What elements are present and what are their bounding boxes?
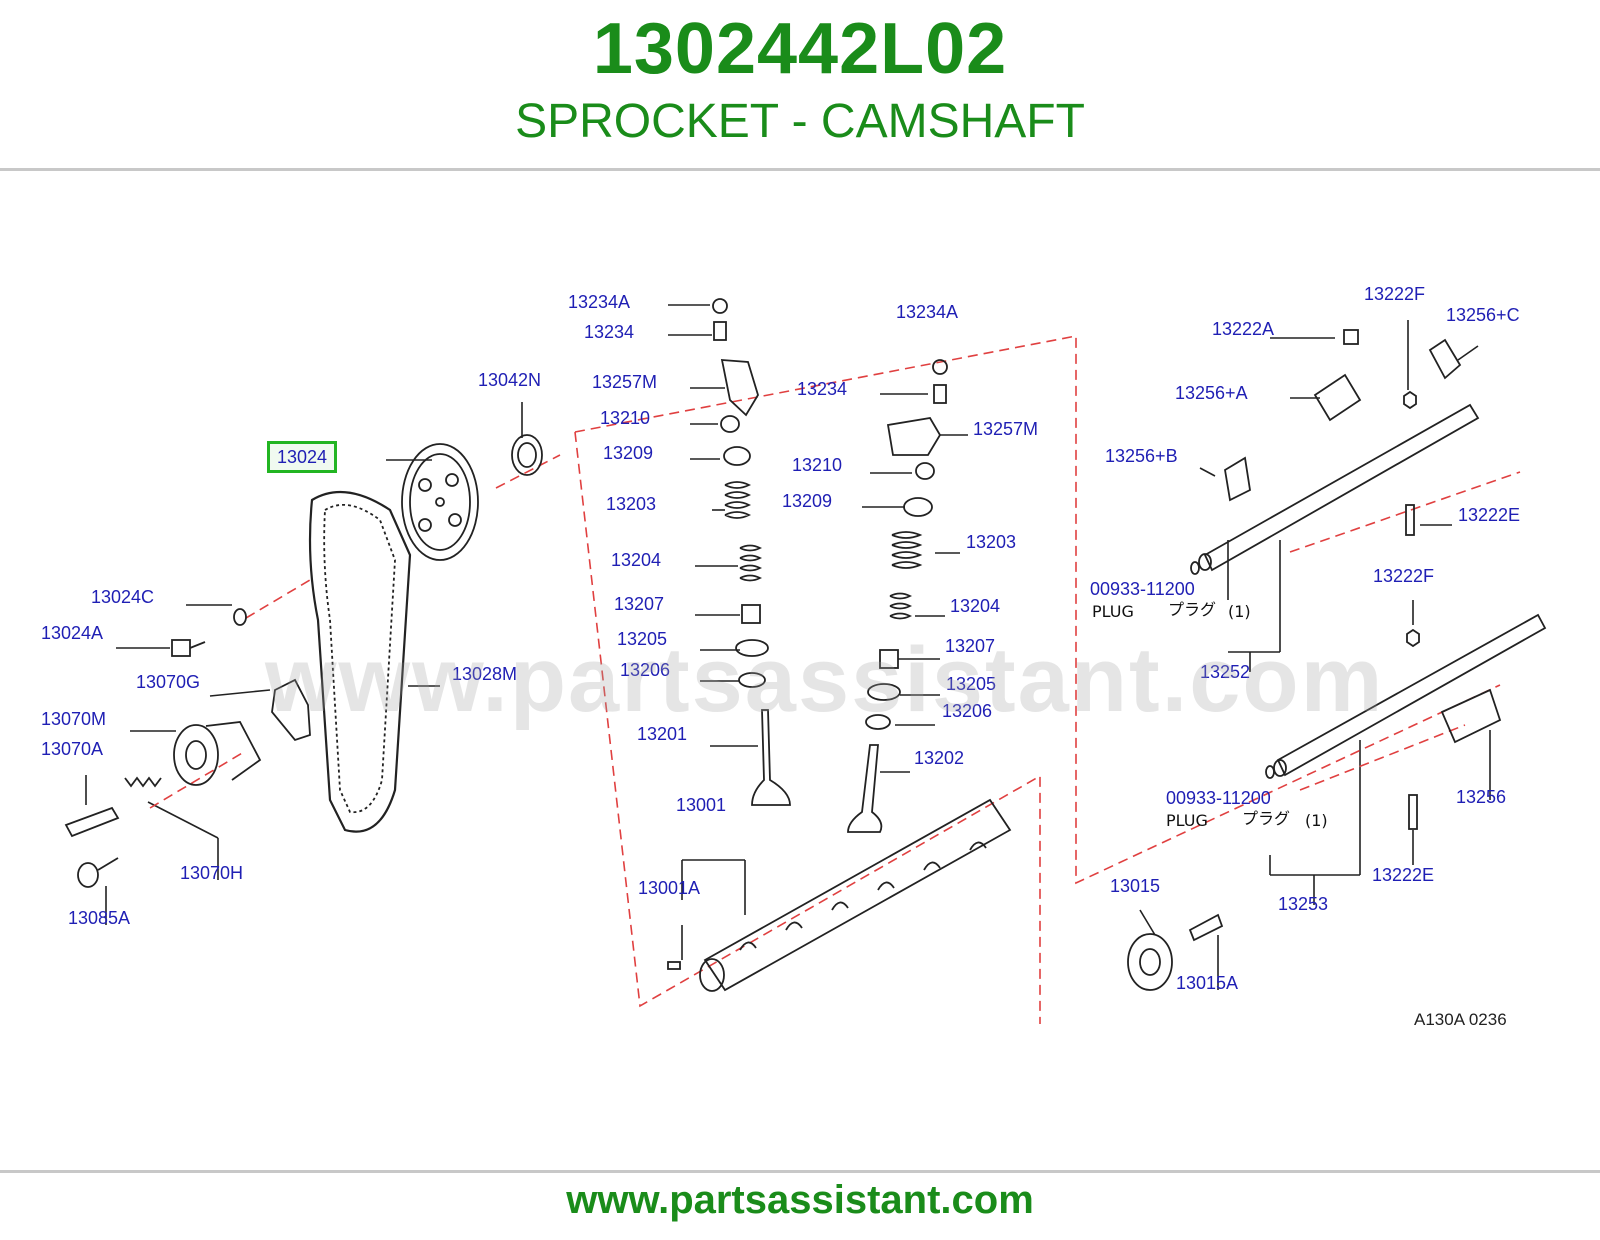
callout-13042N[interactable]: 13042N: [478, 370, 542, 390]
callout-13222F-top[interactable]: 13222F: [1364, 284, 1426, 304]
plug-japanese-bottom: プラグ: [1242, 809, 1291, 828]
footer-site-url[interactable]: www.partsassistant.com: [566, 1178, 1034, 1222]
callout-13222E-bottom[interactable]: 13222E: [1372, 865, 1435, 885]
callout-13234-left[interactable]: 13234: [584, 322, 635, 342]
callout-13257M-right[interactable]: 13257M: [973, 419, 1039, 439]
page-header: 1302442L02 SPROCKET - CAMSHAFT: [0, 0, 1600, 168]
callout-13201[interactable]: 13201: [637, 724, 688, 744]
callout-13207-right[interactable]: 13207: [945, 636, 996, 656]
header-divider: [0, 168, 1600, 171]
exploded-parts-diagram: 13234A 13234 13257M 13210 13209 13203 13…: [0, 270, 1600, 1070]
callout-13203-right[interactable]: 13203: [966, 532, 1017, 552]
callout-13234A-left[interactable]: 13234A: [568, 292, 631, 312]
callout-13206-right[interactable]: 13206: [942, 701, 993, 721]
callout-13256-plus-C[interactable]: 13256+C: [1446, 305, 1520, 325]
callout-13070A[interactable]: 13070A: [41, 739, 104, 759]
plug-japanese-top: プラグ: [1168, 600, 1217, 619]
plug-qty-top: (1): [1228, 602, 1251, 621]
callout-13234-right[interactable]: 13234: [797, 379, 848, 399]
plug-label-bottom: PLUG: [1166, 811, 1208, 830]
callout-13256-plus-A[interactable]: 13256+A: [1175, 383, 1248, 403]
callout-13204-right[interactable]: 13204: [950, 596, 1001, 616]
callout-13202[interactable]: 13202: [914, 748, 965, 768]
callout-13204-left[interactable]: 13204: [611, 550, 662, 570]
callout-13207-left[interactable]: 13207: [614, 594, 665, 614]
callout-13070M[interactable]: 13070M: [41, 709, 107, 729]
callout-13252[interactable]: 13252: [1200, 662, 1251, 682]
callout-13222A[interactable]: 13222A: [1212, 319, 1275, 339]
callout-13210-left[interactable]: 13210: [600, 408, 651, 428]
callout-13024A[interactable]: 13024A: [41, 623, 104, 643]
callout-13209-left[interactable]: 13209: [603, 443, 654, 463]
callout-13001A[interactable]: 13001A: [638, 878, 701, 898]
callout-13222E-top[interactable]: 13222E: [1458, 505, 1521, 525]
callout-13256[interactable]: 13256: [1456, 787, 1507, 807]
callout-13234A-right[interactable]: 13234A: [896, 302, 959, 322]
plug-qty-bottom: (1): [1305, 811, 1328, 830]
callout-00933-11200-bottom[interactable]: 00933-11200: [1166, 788, 1271, 808]
callout-13205-left[interactable]: 13205: [617, 629, 668, 649]
figure-code: A130A 0236: [1414, 1010, 1507, 1029]
plug-label-top: PLUG: [1092, 602, 1134, 621]
callout-13253[interactable]: 13253: [1278, 894, 1329, 914]
callout-13203-left[interactable]: 13203: [606, 494, 657, 514]
part-number-title: 1302442L02: [592, 9, 1008, 89]
part-name-subtitle: SPROCKET - CAMSHAFT: [515, 95, 1085, 148]
callout-00933-11200-top[interactable]: 00933-11200: [1090, 579, 1195, 599]
callout-13205-right[interactable]: 13205: [946, 674, 997, 694]
callout-13209-right[interactable]: 13209: [782, 491, 833, 511]
callout-13085A[interactable]: 13085A: [68, 908, 131, 928]
callout-13024-highlighted[interactable]: 13024: [266, 441, 338, 473]
callout-13070H[interactable]: 13070H: [180, 863, 244, 883]
callout-13222F-bottom[interactable]: 13222F: [1373, 566, 1435, 586]
callout-13001[interactable]: 13001: [676, 795, 727, 815]
callout-13015A[interactable]: 13015A: [1176, 973, 1239, 993]
callout-13210-right[interactable]: 13210: [792, 455, 843, 475]
callout-13024C[interactable]: 13024C: [91, 587, 155, 607]
footer-divider: [0, 1170, 1600, 1173]
callout-13257M-left[interactable]: 13257M: [592, 372, 658, 392]
callout-13256-plus-B[interactable]: 13256+B: [1105, 446, 1178, 466]
callout-13206-left[interactable]: 13206: [620, 660, 671, 680]
callout-13015[interactable]: 13015: [1110, 876, 1161, 896]
diagram-drawing: [64, 298, 1547, 1024]
watermark: www.partsassistant.com: [265, 629, 1385, 731]
callout-13028M[interactable]: 13028M: [452, 664, 518, 684]
callout-13070G[interactable]: 13070G: [136, 672, 201, 692]
